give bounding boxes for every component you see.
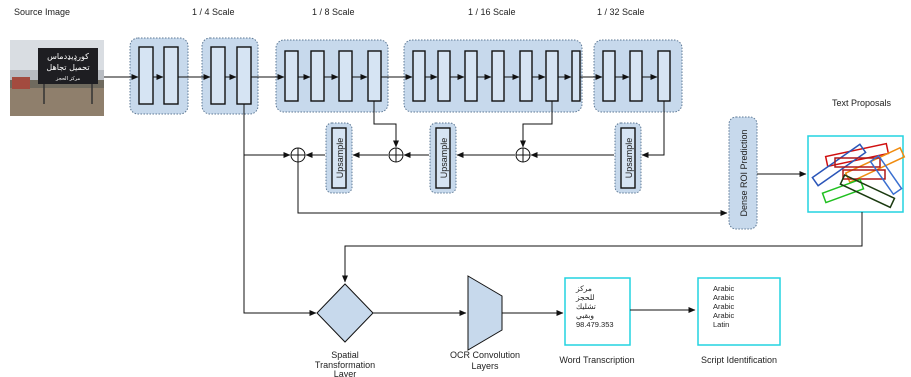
- spatial-label-3: Layer: [334, 369, 357, 377]
- upsample-layer: [620, 127, 636, 189]
- script-identification-box: [697, 277, 781, 346]
- sign-text-line-2: تحمیل تجاهل: [46, 63, 89, 72]
- conv-layer: [657, 50, 671, 102]
- conv-layer: [412, 50, 426, 102]
- word-transcription-box: [564, 277, 631, 346]
- transcription-line: وبقبي: [576, 311, 594, 320]
- scale-32-label: 1 / 32 Scale: [597, 7, 645, 17]
- upsample-layer: [435, 127, 451, 189]
- transcription-line: 98.479.353: [576, 320, 614, 329]
- text-proposals-label: Text Proposals: [832, 98, 892, 108]
- source-image-label: Source Image: [14, 7, 70, 17]
- sum-node: [388, 147, 404, 163]
- upsample-layer: [331, 127, 347, 189]
- sum-node: [515, 147, 531, 163]
- script-line: Arabic: [713, 293, 735, 302]
- script-line: Arabic: [713, 302, 735, 311]
- conv-layer: [491, 50, 505, 102]
- dense-roi-label: Dense ROI Prediction: [739, 129, 749, 216]
- dense-roi-block: [728, 116, 758, 230]
- conv-layer: [545, 50, 559, 102]
- conv-layer: [437, 50, 451, 102]
- sign-text-line-3: مركز الحجز: [55, 76, 81, 82]
- conv-layer: [338, 50, 353, 102]
- conv-layer: [367, 50, 382, 102]
- scale-8-label: 1 / 8 Scale: [312, 7, 355, 17]
- text-proposals-box: [807, 135, 906, 213]
- sum-node: [290, 147, 306, 163]
- conv-layer: [571, 50, 581, 102]
- spatial-label-1: Spatial: [331, 350, 359, 360]
- transcription-line: تشليك: [576, 302, 596, 311]
- conv-layer: [236, 46, 252, 105]
- spatial-label-2: Transformation: [315, 360, 375, 370]
- conv-layer: [629, 50, 643, 102]
- script-identification-label: Script Identification: [701, 355, 777, 365]
- scale-4-label: 1 / 4 Scale: [192, 7, 235, 17]
- conv-layer: [310, 50, 325, 102]
- sign-text-line-1: کورډیډدماس: [47, 52, 89, 61]
- conv-layer: [163, 46, 179, 105]
- script-line: Latin: [713, 320, 729, 329]
- scale-16-label: 1 / 16 Scale: [468, 7, 516, 17]
- script-line: Arabic: [713, 311, 735, 320]
- conv-layer: [464, 50, 478, 102]
- conv-layer: [284, 50, 299, 102]
- word-transcription-label: Word Transcription: [559, 355, 634, 365]
- ocr-label-1: OCR Convolution: [450, 350, 520, 360]
- upsample-label: Upsample: [624, 138, 634, 179]
- upsample-label: Upsample: [439, 138, 449, 179]
- transcription-line: للحجز: [575, 293, 595, 302]
- ocr-convolution-block: [467, 275, 503, 351]
- conv-layer: [210, 46, 226, 105]
- ocr-label-2: Layers: [471, 361, 499, 371]
- source-image: کورډیډدماس تحمیل تجاهل مركز الحجز: [10, 40, 104, 116]
- conv-layer: [602, 50, 616, 102]
- transcription-line: مركز: [575, 284, 592, 293]
- conv-layer: [519, 50, 533, 102]
- script-line: Arabic: [713, 284, 735, 293]
- upsample-label: Upsample: [335, 138, 345, 179]
- spatial-transformation-node: [316, 283, 374, 343]
- conv-layer: [138, 46, 154, 105]
